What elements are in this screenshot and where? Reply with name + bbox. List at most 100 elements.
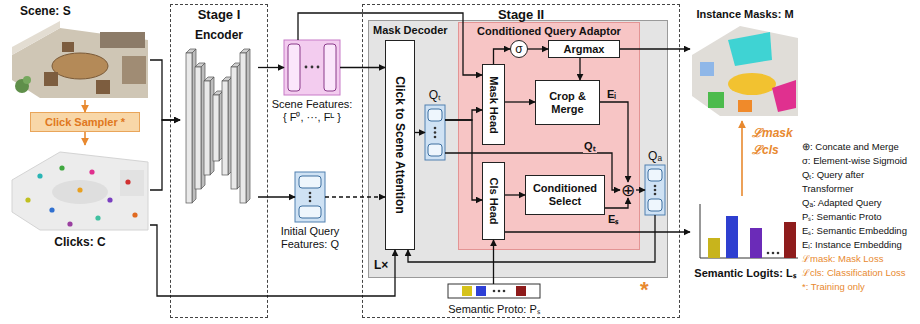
scene-image xyxy=(100,32,145,48)
scene-feature-box xyxy=(324,44,336,91)
logit-bar-chart xyxy=(726,216,738,258)
text-slot: Instance Masks: M xyxy=(675,8,815,20)
text-slot: * xyxy=(640,279,649,301)
encoder-layers xyxy=(222,77,232,81)
loss-arrow xyxy=(741,121,743,196)
logit-chart: Semantic Logits: Lₛ xyxy=(690,196,800,262)
encoder-layers xyxy=(237,63,241,189)
connector xyxy=(493,240,494,284)
training-mark: * xyxy=(640,279,649,301)
scene-image xyxy=(62,42,74,52)
text-slot: Qₜ xyxy=(415,86,455,103)
click-point-cloud xyxy=(89,169,94,174)
connector xyxy=(528,48,548,49)
edge-label: Eₛ xyxy=(607,211,619,226)
feature-box: Scene Features: { F⁰, ···, Fᴸ } xyxy=(284,40,340,95)
scene-image xyxy=(122,56,146,84)
loss-arrow xyxy=(742,121,743,196)
connector xyxy=(340,67,385,68)
text-slot: σ xyxy=(515,43,522,55)
click-point-cloud xyxy=(125,179,130,184)
initial-query-box xyxy=(309,192,312,195)
connector xyxy=(505,231,690,232)
instance-mask-image xyxy=(738,100,752,112)
connector xyxy=(445,120,482,200)
click-point-cloud xyxy=(12,152,148,230)
text-slot: Scene: S xyxy=(20,4,150,18)
click-point-cloud xyxy=(107,197,112,202)
edge-label: Eᵢ xyxy=(606,88,617,100)
scene-image xyxy=(12,28,148,98)
node-text: Scene: S xyxy=(20,4,150,18)
text-slot: Conditioned Select xyxy=(528,182,602,207)
node-text: Qₜ xyxy=(415,86,455,103)
node-text: ⊕ xyxy=(621,182,635,198)
encoder-layers xyxy=(192,49,196,203)
node-text: Instance Masks: M xyxy=(675,8,815,20)
click-point-cloud xyxy=(67,221,72,226)
adapted-query-box xyxy=(648,199,662,211)
scene-image: Scene: S xyxy=(10,20,150,100)
encoder-layers xyxy=(201,63,205,189)
text-slot: Click to Scene Attention xyxy=(393,43,407,247)
click-point-cloud xyxy=(25,197,30,202)
encoder-layers xyxy=(240,53,246,203)
logit-bar-chart xyxy=(708,238,720,258)
semantic-proto-box xyxy=(448,284,540,298)
legend-entry: ℒcls: Classification Loss xyxy=(802,266,916,280)
text-slot: Clicks: C xyxy=(10,235,150,249)
scene-feature-box xyxy=(317,66,320,69)
legend-entry: ⊕: Concate and Merge xyxy=(802,140,916,154)
text-slot: Semantic Proto: Pₛ xyxy=(428,301,560,316)
scene-image xyxy=(44,72,58,86)
connector xyxy=(494,49,511,64)
instance-mask-image xyxy=(728,32,772,66)
node-text: Mask Head xyxy=(488,67,500,142)
connector xyxy=(258,67,284,68)
encoder-layers xyxy=(222,81,228,175)
encoder-layers xyxy=(228,77,232,175)
encoder-layers xyxy=(195,63,205,67)
logit-bar-chart xyxy=(700,258,798,259)
query-box xyxy=(428,109,442,121)
legend-entry: Qₐ: Adapted Query xyxy=(802,196,916,210)
connector xyxy=(415,132,425,133)
connector xyxy=(505,101,535,102)
text-slot: Qₐ xyxy=(635,149,675,163)
connector xyxy=(84,132,86,145)
instance-mask-image xyxy=(700,62,714,76)
click-point-cloud xyxy=(59,165,64,170)
encoder-layers xyxy=(186,53,192,203)
query-box xyxy=(428,144,442,156)
connector xyxy=(150,225,395,296)
click-point-cloud xyxy=(52,180,108,204)
encoder-layers xyxy=(213,95,219,161)
text-slot: Crop & Merge xyxy=(538,90,597,115)
node-text: L× xyxy=(374,258,388,272)
text-slot: ℒmask xyxy=(752,124,793,141)
adapted-query-box xyxy=(645,165,665,215)
query-box xyxy=(425,105,445,160)
connector xyxy=(445,110,482,120)
mask-image: Instance Masks: M xyxy=(690,22,800,118)
head-box: Mask Head xyxy=(482,64,505,145)
legend-entry: Pₛ: Semantic Proto xyxy=(802,210,916,224)
encoder-layers xyxy=(219,91,223,161)
logit-bar-chart xyxy=(784,222,796,258)
encoder-layers xyxy=(186,49,250,203)
instance-mask-image xyxy=(772,80,796,112)
encoder-layers xyxy=(210,77,214,175)
connector xyxy=(325,196,385,197)
legend-entry: Qₜ: Query after Transformer xyxy=(802,168,916,196)
encoder-layers xyxy=(246,49,250,203)
click-point-cloud xyxy=(49,207,54,212)
connector xyxy=(505,194,525,195)
node-text: Qₐ xyxy=(635,149,675,163)
query-box xyxy=(434,127,437,130)
sigmoid-circle: σ xyxy=(510,40,528,58)
process-box: Conditioned Select xyxy=(525,175,605,215)
node-text: Stage I xyxy=(171,7,267,22)
text-slot: Initial Query Features: Q xyxy=(272,225,348,251)
encoder-layers xyxy=(213,91,223,95)
text-slot: Mask Decoder xyxy=(373,24,448,36)
